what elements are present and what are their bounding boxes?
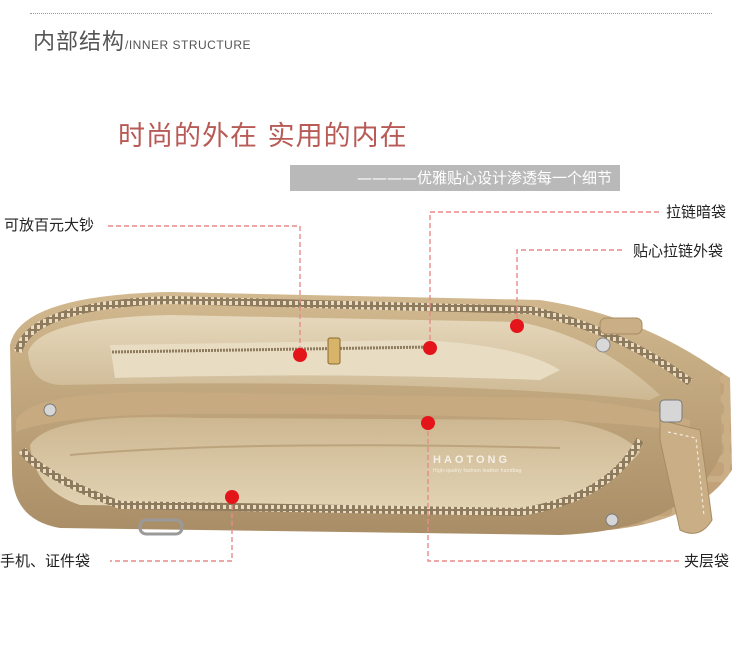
marker-divider <box>421 416 435 430</box>
callout-phone: 手机、证件袋 <box>0 552 91 570</box>
middle-divider <box>16 392 690 432</box>
bottom-zipper <box>18 438 644 517</box>
watermark: HAOTONG High-quality fashion leather han… <box>433 454 522 474</box>
marker-zip-outer <box>510 319 524 333</box>
marker-zip-inner <box>423 341 437 355</box>
top-strap-loop <box>599 317 643 335</box>
leader-divider <box>427 423 680 562</box>
leader-cash <box>108 225 301 355</box>
leader-zip-inner <box>429 211 660 348</box>
strap-buckle <box>659 399 683 423</box>
top-divider <box>30 13 712 14</box>
callout-zip-inner: 拉链暗袋 <box>666 203 727 221</box>
lower-compartment-lining <box>30 417 640 510</box>
marker-cash <box>293 348 307 362</box>
top-ring <box>595 337 611 353</box>
section-title-cn: 内部结构 <box>33 30 126 55</box>
subtitle-banner: ————优雅贴心设计渗透每一个细节 <box>290 165 620 191</box>
watermark-brand: HAOTONG <box>433 454 511 466</box>
side-ring <box>43 403 57 417</box>
section-title-en: /INNER STRUCTURE <box>125 38 252 52</box>
leader-phone <box>110 497 233 562</box>
markers <box>225 319 524 504</box>
callout-divider: 夹层袋 <box>684 552 730 570</box>
top-zipper <box>14 295 693 386</box>
inner-zip-track <box>111 345 431 354</box>
callout-zip-outer: 贴心拉链外袋 <box>633 242 724 260</box>
leader-zip-outer <box>516 249 625 326</box>
leader-lines <box>108 211 680 562</box>
wrist-strap <box>659 419 713 534</box>
watermark-tag: High-quality fashion leather handbag <box>433 468 522 474</box>
zipper-pull <box>327 337 341 365</box>
d-ring-left <box>138 518 184 536</box>
marker-phone <box>225 490 239 504</box>
section-header: 内部结构/INNER STRUCTURE <box>33 24 251 56</box>
headline: 时尚的外在 实用的内在 <box>118 121 408 152</box>
bottom-ring <box>605 513 619 527</box>
callout-cash: 可放百元大钞 <box>4 216 95 234</box>
